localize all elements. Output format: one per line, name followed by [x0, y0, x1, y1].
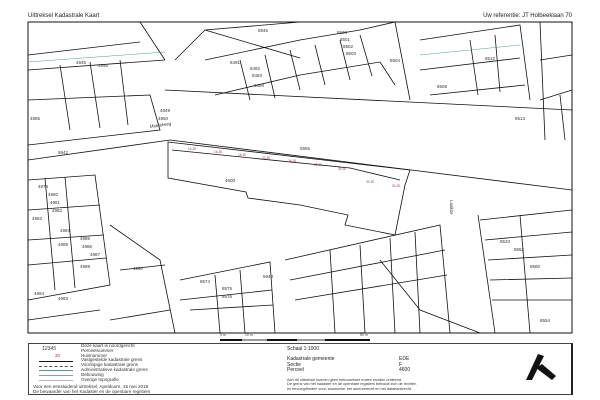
- parcel-number[interactable]: 8560: [530, 264, 541, 269]
- legend-item: Bebouwing: [81, 371, 104, 377]
- parcel-number[interactable]: 4984: [60, 228, 71, 233]
- parcel-number[interactable]: 4600: [225, 178, 236, 183]
- disclaimer-line: Aan dit uittreksel kunnen geen betrouwba…: [287, 378, 403, 382]
- legend-swatch-established: [39, 360, 73, 362]
- legend-item: Overige topografie: [81, 376, 119, 382]
- administrative-boundaries: [27, 44, 521, 63]
- kadaster-logo-icon: [526, 354, 556, 380]
- street-name: Laakse: [449, 200, 454, 215]
- legend-panel: 12345 20 Deze kaart is noordgericht Perc…: [28, 343, 573, 395]
- house-number: 14-32: [188, 147, 196, 151]
- parcel-label: Perceel: [287, 367, 304, 374]
- map-title: Uittreksel Kadastrale Kaart: [28, 13, 100, 19]
- parcel-number[interactable]: 4950: [158, 116, 169, 121]
- legend-items: Deze kaart is noordgericht Perceelnummer…: [81, 343, 148, 382]
- section-value: F: [399, 361, 403, 368]
- house-number: 24-30: [288, 159, 296, 163]
- parcel-number[interactable]: 4988: [58, 242, 69, 247]
- parcel-number[interactable]: 4946: [98, 63, 109, 68]
- parcel-number[interactable]: 5943: [263, 274, 274, 279]
- house-number: 32-30: [366, 180, 374, 184]
- parcel-number[interactable]: 8576: [222, 294, 233, 299]
- legend-item: Administratieve kadastrale grens: [81, 366, 148, 372]
- parcel-number[interactable]: 8491: [230, 60, 241, 65]
- parcel-number[interactable]: 8512: [485, 56, 496, 61]
- parcel-number[interactable]: 4985: [80, 236, 91, 241]
- parcel-number[interactable]: 8552: [514, 247, 525, 252]
- legend-item: Voorlopige kadastrale grens: [81, 362, 138, 368]
- house-number: 26-30: [314, 163, 322, 167]
- legend-swatch-administrative: [39, 370, 73, 372]
- legend-item: Vastgestelde kadastrale grens: [81, 357, 143, 363]
- parcel-number[interactable]: 8574: [200, 279, 211, 284]
- disclaimer: Aan dit uittreksel kunnen geen betrouwba…: [287, 378, 517, 391]
- legend-item: Deze kaart is noordgericht: [81, 343, 135, 348]
- parcel-number[interactable]: 4981: [50, 200, 61, 205]
- parcel-number[interactable]: 4987: [90, 252, 101, 257]
- parcel-number[interactable]: 8575: [222, 286, 233, 291]
- house-number: 20-30: [262, 156, 270, 160]
- parcel-number[interactable]: 4986: [82, 244, 93, 249]
- scale-label: 10 m: [245, 333, 253, 337]
- parcel-number[interactable]: 8502: [343, 44, 354, 49]
- legend-swatch-provisional: [39, 365, 73, 367]
- scale-label: 0 m: [220, 333, 226, 337]
- street-name: Middelweg: [149, 121, 171, 129]
- legend-item: Huisnummer: [81, 352, 108, 358]
- parcel-number[interactable]: 4993: [58, 296, 69, 301]
- parcel-number[interactable]: 8503: [346, 51, 357, 56]
- house-number: 34-30: [392, 184, 400, 188]
- scale-text: Schaal 1:1000: [287, 346, 319, 352]
- reference: Uw referentie: JT Holbeeklaan 70: [483, 13, 572, 19]
- parcel-number[interactable]: 8513: [515, 116, 526, 121]
- legend-swatch-buildings: [39, 375, 73, 377]
- parcel-number[interactable]: 4980: [48, 192, 59, 197]
- municipality-label: Kadastrale gemeente: [287, 356, 335, 362]
- authority-text: De bewaarder van het Kadaster en de open…: [33, 388, 151, 394]
- parcel-value: 4600: [399, 367, 411, 374]
- parcel-number[interactable]: 8504: [390, 58, 401, 63]
- certification-text: Voor een eensluidend uittreksel, Apeldoo…: [33, 383, 149, 389]
- parcel-number[interactable]: 4983: [32, 216, 43, 221]
- legend-item: Perceelnummer: [81, 347, 114, 353]
- parcel-number[interactable]: 8494: [254, 83, 265, 88]
- parcel-number[interactable]: 4978: [38, 184, 49, 189]
- parcel-number[interactable]: 8508: [437, 84, 448, 89]
- parcel-number[interactable]: 5955: [300, 146, 311, 151]
- parcel-number[interactable]: 8501: [340, 37, 351, 42]
- legend-swatch-topography: [39, 380, 73, 381]
- house-number: 16-30: [214, 150, 222, 154]
- legend-sample-house-number: 20: [55, 352, 61, 358]
- map-frame: [27, 21, 573, 334]
- parcel-number[interactable]: 8492: [250, 66, 261, 71]
- house-number: 30-30: [338, 167, 346, 171]
- disclaimer-line: en bevoegdheden voor, waaronder het aute…: [287, 386, 412, 391]
- parcel-number[interactable]: 4982: [52, 208, 63, 213]
- disclaimer-line: De grens van het kadaster en de openbare…: [287, 382, 417, 387]
- parcel-number[interactable]: 8554: [540, 318, 551, 323]
- cadastral-map[interactable]: 5955 4600 5946 8500 8501 8502 8503 8504 …: [0, 0, 600, 340]
- parcel-number[interactable]: 4989: [80, 264, 91, 269]
- parcel-number[interactable]: 4955: [30, 116, 41, 121]
- parcel-number[interactable]: 8500: [337, 30, 348, 35]
- parcel-boundaries: [27, 21, 573, 334]
- parcel-number[interactable]: 8493: [252, 73, 263, 78]
- parcel-number[interactable]: 4945: [76, 60, 87, 65]
- legend-sample-parcel-number: 12345: [42, 346, 56, 352]
- parcel-number[interactable]: 4990: [133, 266, 144, 271]
- municipality-value: EDE: [399, 356, 410, 362]
- parcel-number[interactable]: 4949: [160, 108, 171, 113]
- parcel-number[interactable]: 4994: [34, 291, 45, 296]
- section-label: Sectie: [287, 361, 301, 368]
- scale-label: 50 m: [360, 333, 368, 337]
- house-number: 18-30: [238, 153, 246, 157]
- parcel-number[interactable]: 5942: [58, 150, 69, 155]
- parcel-number[interactable]: 5946: [258, 28, 269, 33]
- parcel-number[interactable]: 8533: [500, 239, 511, 244]
